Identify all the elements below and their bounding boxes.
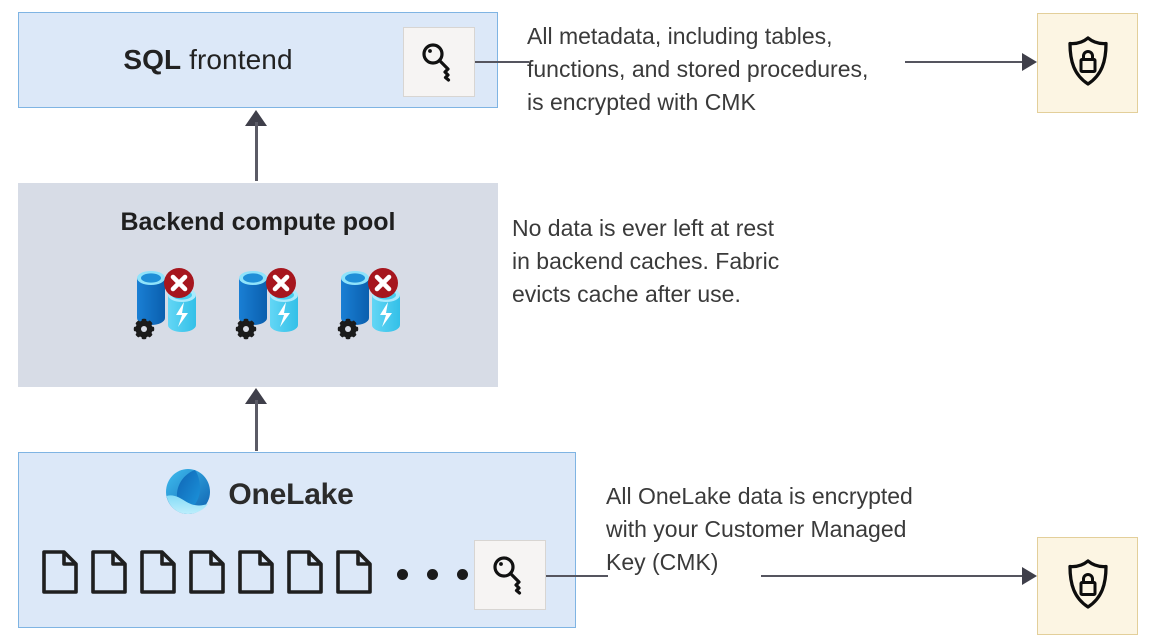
backend-compute-pool-title: Backend compute pool <box>120 208 396 236</box>
annotation-no-data-at-rest: No data is ever left at rest in backend … <box>512 215 780 307</box>
shield-lock-icon <box>1060 556 1116 617</box>
arrow-to-top-shield <box>1022 53 1037 71</box>
ellipsis <box>397 569 468 580</box>
annotation-metadata-cmk: All metadata, including tables, function… <box>527 23 869 115</box>
file-icon <box>285 548 325 601</box>
key-icon <box>488 551 532 600</box>
shield-lock-icon <box>1060 33 1116 94</box>
onelake-file-icons <box>40 548 531 601</box>
sql-frontend-title-bold: SQL <box>123 44 182 75</box>
sql-key-connector-right <box>905 61 1030 63</box>
file-icon <box>334 548 374 601</box>
arrow-onelake-to-backend <box>245 388 267 404</box>
onelake-logo-icon <box>162 466 214 523</box>
file-icon <box>236 548 276 601</box>
onelake-key-connector-right <box>761 575 1030 577</box>
sql-frontend-title-rest: frontend <box>181 44 293 75</box>
sql-frontend-key-box <box>403 27 475 97</box>
file-icon <box>187 548 227 601</box>
onelake-key-connector-left <box>546 575 608 577</box>
file-icon <box>40 548 80 601</box>
compute-node-group <box>130 262 414 344</box>
arrow-backend-to-sql-line <box>255 122 258 181</box>
compute-node <box>130 262 210 344</box>
compute-node <box>334 262 414 344</box>
sql-key-connector-left <box>475 61 529 63</box>
ellipsis-dot <box>457 569 468 580</box>
file-icon <box>138 548 178 601</box>
ellipsis-dot <box>397 569 408 580</box>
arrow-to-bottom-shield <box>1022 567 1037 585</box>
arrow-onelake-to-backend-line <box>255 400 258 451</box>
file-icon <box>89 548 129 601</box>
onelake-header: OneLake <box>18 466 498 523</box>
sql-frontend-title: SQL frontend <box>18 44 398 76</box>
top-shield-box <box>1037 13 1138 113</box>
arrow-backend-to-sql <box>245 110 267 126</box>
ellipsis-dot <box>427 569 438 580</box>
bottom-shield-box <box>1037 537 1138 635</box>
compute-node <box>232 262 312 344</box>
onelake-wordmark: OneLake <box>228 477 354 511</box>
key-icon <box>417 38 461 87</box>
onelake-key-box <box>474 540 546 610</box>
annotation-onelake-cmk: All OneLake data is encrypted with your … <box>606 483 913 575</box>
